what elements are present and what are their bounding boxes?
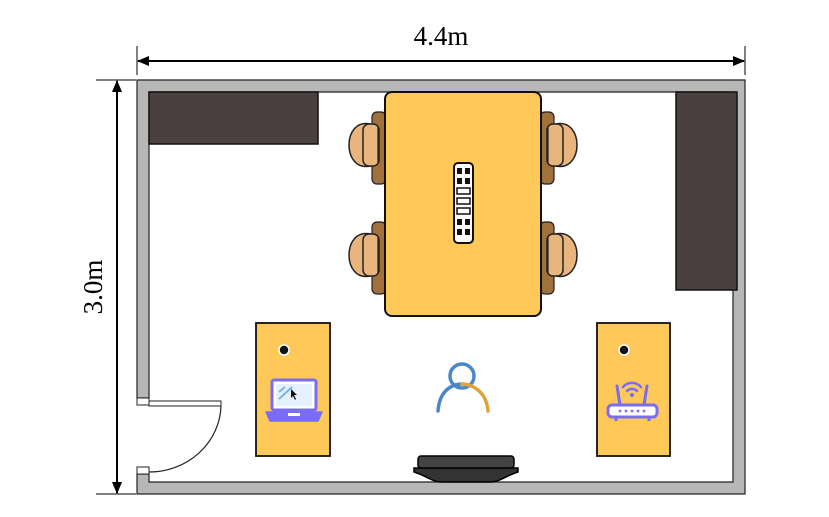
tv-screen-icon — [413, 455, 519, 483]
top-left-cabinet — [148, 91, 319, 145]
chair-right-top — [539, 111, 578, 185]
person-icon — [436, 362, 490, 413]
chair-left-bottom — [348, 221, 387, 295]
door-jamb-top — [136, 397, 150, 406]
right-desk-outlet — [618, 344, 630, 356]
chair-right-bottom — [539, 221, 578, 295]
height-dimension: 3.0m — [78, 79, 136, 495]
laptop-icon — [265, 378, 323, 422]
router-icon — [606, 381, 659, 421]
right-cabinet — [675, 91, 738, 291]
height-label: 3.0m — [78, 260, 108, 315]
door-swing — [148, 405, 222, 473]
chair-left-top — [348, 111, 387, 185]
door — [148, 400, 222, 473]
left-desk-outlet — [278, 344, 290, 356]
door-leaf — [148, 400, 222, 407]
room-walls — [136, 79, 746, 495]
power-strip-icon — [453, 162, 474, 244]
door-jamb-bottom — [136, 466, 150, 475]
width-label: 4.4m — [414, 21, 469, 51]
width-dimension: 4.4m — [136, 21, 746, 75]
